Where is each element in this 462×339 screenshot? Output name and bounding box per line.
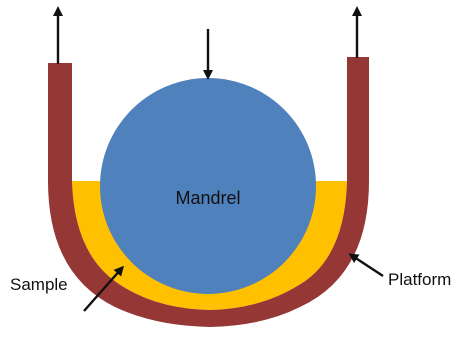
- platform-label: Platform: [388, 270, 451, 289]
- sample-pointer-arrow: [83, 265, 124, 312]
- mandrel-circle: [100, 78, 316, 294]
- sample-label: Sample: [10, 275, 68, 294]
- mandrel-label: Mandrel: [175, 188, 240, 208]
- platform-pointer-arrow: [348, 253, 384, 278]
